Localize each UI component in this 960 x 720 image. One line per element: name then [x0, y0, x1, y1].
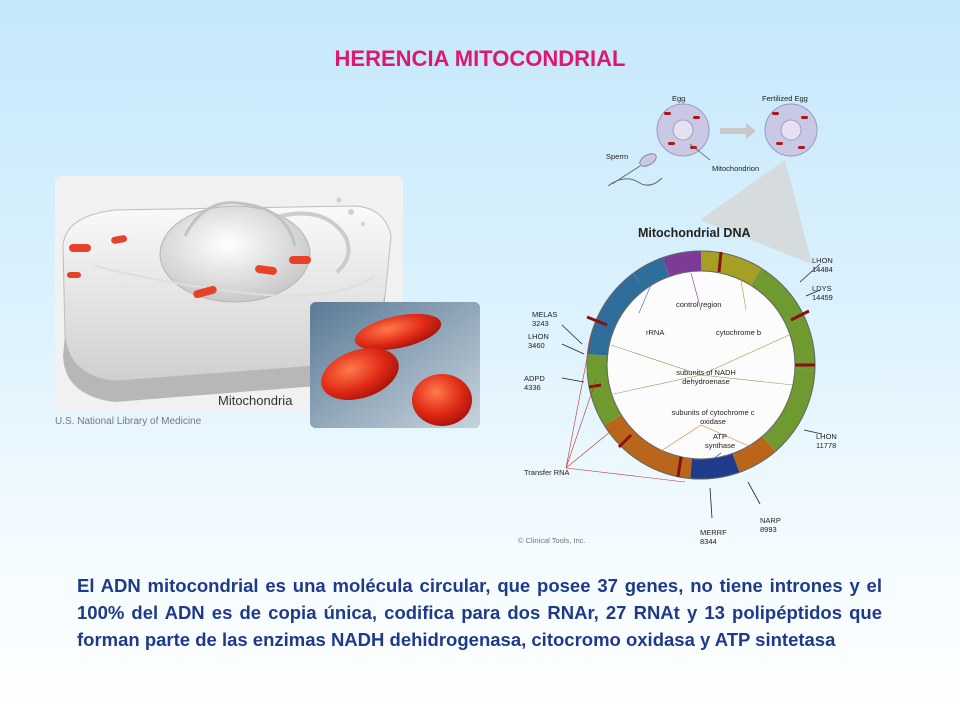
- mutation-name: MERRF: [700, 528, 727, 537]
- mutation-position: 8344: [700, 537, 717, 546]
- label-sperm: Sperm: [606, 152, 629, 161]
- label-mitochondrion: Mitochondrion: [712, 164, 760, 173]
- mitochondrion-shape: [69, 244, 91, 252]
- mtdna-drawing: [561, 103, 823, 519]
- label-cox-line1: subunits of cytochrome c: [671, 408, 755, 417]
- mutation-lhon-14484: LHON 14484: [812, 256, 833, 274]
- label-atp-line2: synthase: [704, 441, 736, 450]
- mutation-name: LDYS: [812, 284, 832, 293]
- label-cytochrome-b: cytochrome b: [716, 328, 762, 337]
- mitochondrion-shape: [67, 272, 81, 278]
- mutation-name: LHON: [812, 256, 833, 265]
- page-title: HERENCIA MITOCONDRIAL: [334, 46, 626, 71]
- mutation-position: 3243: [532, 319, 549, 328]
- mtdna-title: Mitochondrial DNA: [638, 226, 751, 240]
- label-nadh-subunits: subunits of NADH dehydroenase: [676, 368, 736, 386]
- mutation-adpd: ADPD 4336: [524, 374, 545, 392]
- mutation-name: LHON: [528, 332, 549, 341]
- mutation-position: 11778: [816, 441, 837, 450]
- mitochondria-closeup: [310, 302, 480, 428]
- mutation-ldys: LDYS 14459: [812, 284, 833, 302]
- label-fertilized-egg: Fertilized Egg: [762, 94, 808, 103]
- mutation-position: 14459: [812, 293, 833, 302]
- mitochondrion-shape: [193, 285, 217, 299]
- mutation-position: 8993: [760, 525, 777, 534]
- cell-drawing: [55, 176, 403, 412]
- mutation-position: 4336: [524, 383, 541, 392]
- body-paragraph: El ADN mitocondrial es una molécula circ…: [77, 575, 882, 650]
- mutation-merrf: MERRF 8344: [700, 528, 727, 546]
- label-control-region: control region: [676, 300, 722, 309]
- mutation-lhon-11778: LHON 11778: [816, 432, 837, 450]
- label-nadh-line2: dehydroenase: [682, 377, 730, 386]
- mutation-name: ADPD: [524, 374, 545, 383]
- label-atp-synthase: ATP synthase: [698, 432, 742, 450]
- mitochondrion-shape: [289, 256, 311, 264]
- image-credit: U.S. National Library of Medicine: [55, 416, 202, 427]
- diagram-copyright: © Clinical Tools, Inc.: [518, 536, 586, 545]
- mutation-name: MELAS: [532, 310, 558, 319]
- cell-caption: Mitochondria: [218, 393, 293, 408]
- cell-illustration: [55, 176, 403, 412]
- mutation-position: 14484: [812, 265, 833, 274]
- mutation-name: LHON: [816, 432, 837, 441]
- mitochondria-dots: [67, 235, 311, 299]
- mitochondrial-dna-diagram: Egg Fertilized Egg Sperm Mitochondrion M…: [500, 82, 840, 552]
- label-cox-subunits: subunits of cytochrome c oxidase: [668, 408, 758, 426]
- label-rrna: rRNA: [646, 328, 665, 337]
- mutation-melas: MELAS 3243: [532, 310, 557, 328]
- mutation-position: 3460: [528, 341, 545, 350]
- mutation-lhon-3460: LHON 3460: [528, 332, 549, 350]
- label-atp-line1: ATP: [712, 432, 728, 441]
- mutation-narp: NARP 8993: [760, 516, 781, 534]
- mitochondria-inset: [310, 302, 480, 428]
- label-egg: Egg: [672, 94, 686, 103]
- label-cox-line2: oxidase: [700, 417, 726, 426]
- mutation-name: NARP: [760, 516, 781, 525]
- mitochondrion-shape: [111, 235, 128, 244]
- label-transfer-rna: Transfer RNA: [524, 468, 570, 477]
- mitochondrion-shape: [255, 265, 277, 275]
- label-nadh-line1: subunits of NADH: [676, 368, 736, 377]
